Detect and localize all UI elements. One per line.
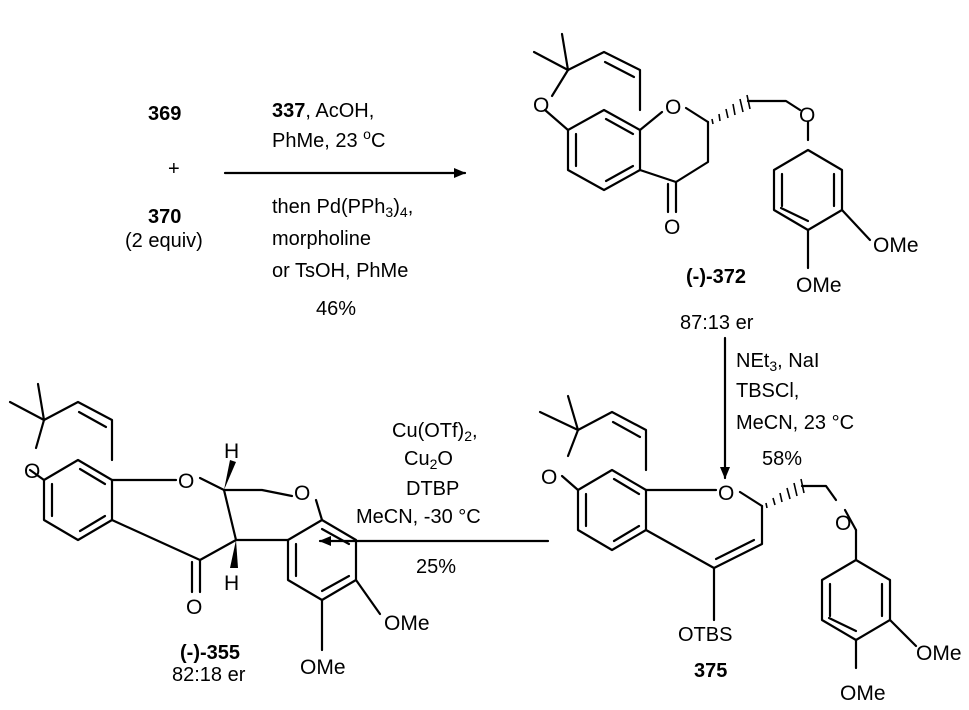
reagent-337: 337 — [272, 100, 306, 122]
molecule-355: O O O O H H OMe OMe — [8, 382, 430, 679]
step3-line3: DTBP — [406, 478, 460, 500]
compound-label-355: (-)-355 — [180, 642, 241, 664]
compound-label-372: (-)-372 — [686, 266, 747, 288]
svg-text:O: O — [294, 482, 310, 505]
otbs-group: OTBS — [678, 624, 733, 646]
svg-text:OMe: OMe — [916, 642, 962, 665]
plus-sign: + — [168, 158, 180, 180]
svg-text:H: H — [224, 572, 239, 595]
svg-text:OMe: OMe — [840, 682, 886, 705]
compound-label-375: 375 — [694, 660, 728, 682]
svg-text:O: O — [533, 94, 549, 117]
step1-line5: or TsOH, PhMe — [272, 260, 409, 282]
step2-line2: TBSCl, — [736, 380, 800, 402]
svg-text:O: O — [835, 512, 851, 535]
reactant-370-equiv: (2 equiv) — [125, 230, 203, 252]
svg-text:O: O — [178, 470, 194, 493]
er-355: 82:18 er — [172, 664, 246, 686]
svg-text:OMe: OMe — [796, 274, 842, 297]
step3-line1: Cu(OTf)2, — [392, 420, 478, 444]
step2-yield: 58% — [762, 448, 803, 470]
er-372: 87:13 er — [680, 312, 754, 334]
step2-line1: NEt3, NaI — [736, 350, 820, 374]
svg-text:O: O — [799, 104, 815, 127]
reactant-370: 370 — [148, 206, 182, 228]
step1-yield: 46% — [316, 298, 357, 320]
svg-text:O: O — [665, 96, 681, 119]
svg-text:O: O — [24, 460, 40, 483]
molecule-375: O O O OMe OMe — [538, 394, 962, 705]
step1-line3: then Pd(PPh3)4, — [272, 196, 414, 220]
step3-yield: 25% — [416, 556, 457, 578]
step3-line2: Cu2O — [404, 448, 453, 472]
molecule-372: O O O O OMe OMe — [532, 32, 919, 297]
step1-line1-rest: , AcOH, — [305, 100, 375, 122]
svg-text:H: H — [224, 440, 239, 463]
step1-line2: PhMe, 23 oC — [272, 126, 386, 152]
reactant-369: 369 — [148, 103, 182, 125]
step2-line3: MeCN, 23 °C — [736, 412, 855, 434]
svg-text:OMe: OMe — [873, 234, 919, 257]
svg-text:O: O — [541, 466, 557, 489]
svg-text:O: O — [718, 482, 734, 505]
svg-text:OMe: OMe — [384, 612, 430, 635]
svg-text:OMe: OMe — [300, 656, 346, 679]
svg-text:O: O — [664, 216, 680, 239]
step1-line4: morpholine — [272, 228, 371, 250]
step3-line4: MeCN, -30 °C — [356, 506, 481, 528]
svg-text:O: O — [186, 596, 202, 619]
